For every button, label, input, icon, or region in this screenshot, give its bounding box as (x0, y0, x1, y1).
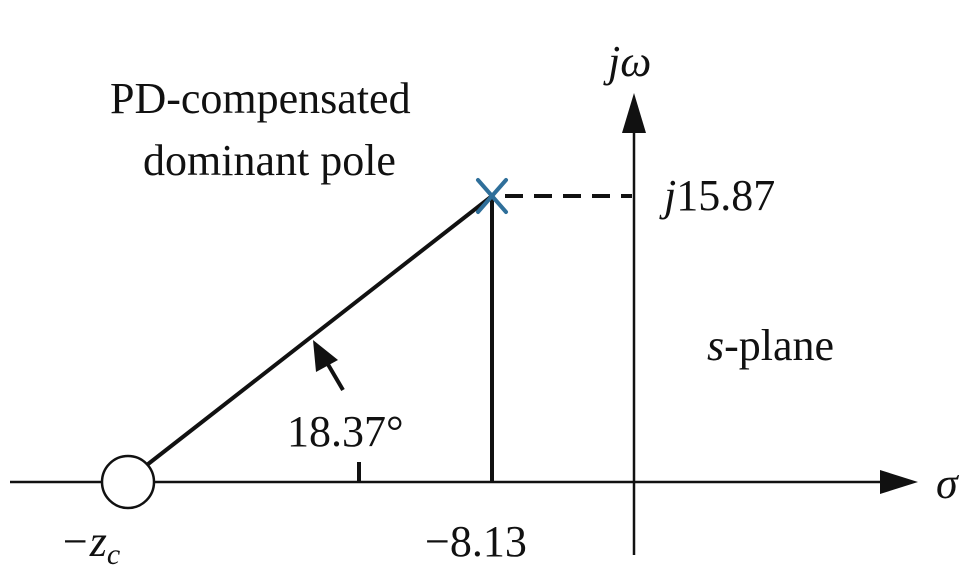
imaginary-axis-label: jω (603, 37, 651, 86)
pole-imag-label: j15.87 (659, 171, 775, 220)
zero-to-pole-line (141, 194, 494, 470)
s-plane-label: s-plane (707, 321, 834, 370)
angle-label: 18.37° (287, 407, 404, 456)
dominant-pole-marker (476, 178, 508, 214)
caption-line-2: dominant pole (143, 136, 396, 185)
angle-arrow-shaft (324, 359, 345, 392)
pole-imag-value: 15.87 (676, 171, 775, 220)
zero-label-sub: c (107, 538, 120, 566)
caption-line-1: PD-compensated (110, 74, 411, 123)
compensator-zero-marker (100, 454, 156, 510)
zero-label-main: −z (60, 517, 107, 566)
pole-real-label: −8.13 (425, 517, 527, 566)
imaginary-axis-arrowhead (622, 93, 646, 133)
s-plane-label-s: s (707, 321, 724, 370)
s-plane-label-rest: -plane (724, 321, 834, 370)
real-axis-label: σ (936, 459, 960, 508)
real-axis-arrowhead (880, 470, 918, 494)
angle-arrowhead (313, 340, 338, 372)
zero-label: −zc (60, 517, 120, 566)
